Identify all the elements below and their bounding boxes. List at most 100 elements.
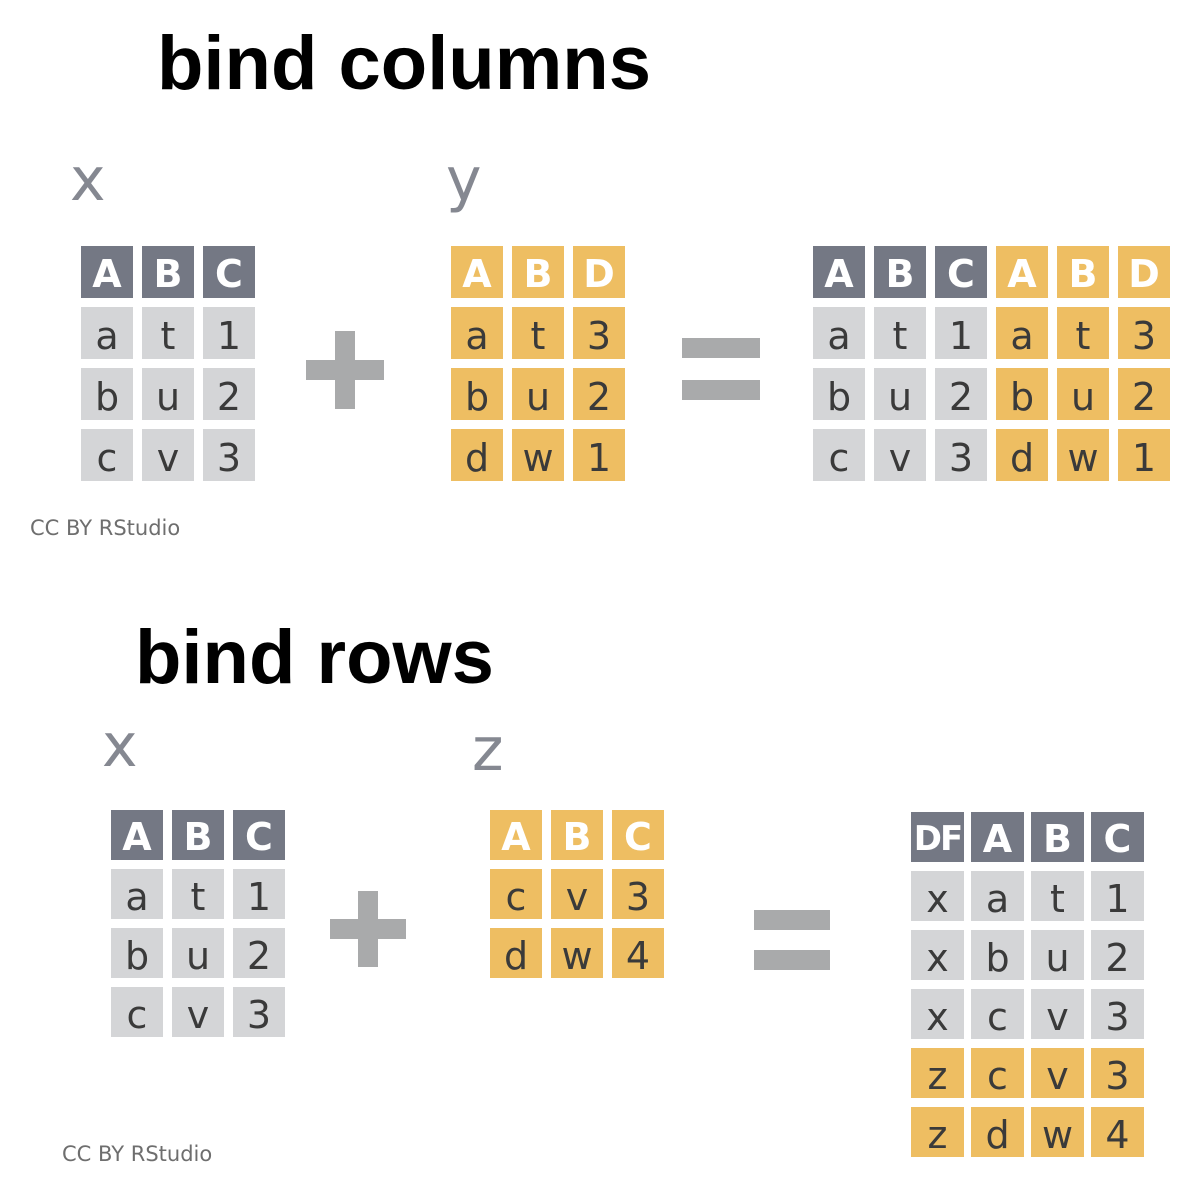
table-cell: 4 [612,928,664,978]
table-cell: v [1031,989,1084,1039]
column-header: B [1031,812,1084,862]
table-cell: u [512,368,564,420]
plus-operator [306,331,384,409]
table-cell: 3 [612,869,664,919]
table-cell: 3 [203,429,255,481]
table-cell: 1 [573,429,625,481]
table-cell: 2 [935,368,987,420]
table-cell: a [81,307,133,359]
table-cell: t [142,307,194,359]
bind-rows-result-table: DF A B C x a t 1 x b u 2 x c v 3 z c v 3… [911,812,1144,1157]
table-cell: 2 [573,368,625,420]
table-cell: 1 [233,869,285,919]
table-cell: v [172,987,224,1037]
column-header: B [512,246,564,298]
table-cell: 2 [1091,930,1144,980]
table-cell: 1 [203,307,255,359]
table-cell: c [813,429,865,481]
table-cell: d [971,1107,1024,1157]
table-cell: v [874,429,926,481]
column-header: A [490,810,542,860]
column-header: D [1118,246,1170,298]
table-cell: c [111,987,163,1037]
table-cell: 2 [233,928,285,978]
table-cell: b [996,368,1048,420]
table-cell: 4 [1091,1107,1144,1157]
column-header: DF [911,812,964,862]
table-cell: a [451,307,503,359]
column-header: A [81,246,133,298]
column-header: B [142,246,194,298]
bind-rows-credit: CC BY RStudio [62,1142,213,1166]
bind-columns-y-table: A B D a t 3 b u 2 d w 1 [451,246,625,481]
table-cell: c [971,989,1024,1039]
bind-rows-z-label: z [472,715,504,785]
table-cell: u [1031,930,1084,980]
table-cell: u [874,368,926,420]
table-cell: d [996,429,1048,481]
bind-rows-z-table: A B C c v 3 d w 4 [490,810,664,978]
bind-columns-y-label: y [446,145,482,215]
table-cell: c [81,429,133,481]
table-cell: w [512,429,564,481]
table-cell: c [490,869,542,919]
table-cell: 1 [935,307,987,359]
column-header: A [996,246,1048,298]
column-header: A [813,246,865,298]
table-cell: z [911,1107,964,1157]
column-header: D [573,246,625,298]
table-cell: t [512,307,564,359]
table-cell: a [111,869,163,919]
table-cell: v [142,429,194,481]
table-cell: c [971,1048,1024,1098]
table-cell: w [551,928,603,978]
bind-rows-title: bind rows [135,615,494,700]
table-cell: b [813,368,865,420]
table-cell: b [451,368,503,420]
column-header: A [451,246,503,298]
table-cell: 1 [1091,871,1144,921]
bind-columns-x-label: x [70,145,106,215]
equals-operator [754,910,830,970]
bind-columns-result-table: A B C A B D a t 1 a t 3 b u 2 b u 2 c v … [813,246,1170,481]
column-header: A [971,812,1024,862]
table-cell: b [971,930,1024,980]
table-cell: 2 [203,368,255,420]
table-cell: 2 [1118,368,1170,420]
table-cell: t [172,869,224,919]
column-header: B [1057,246,1109,298]
table-cell: x [911,930,964,980]
table-cell: 3 [1091,989,1144,1039]
bind-columns-credit: CC BY RStudio [30,516,181,540]
table-cell: 3 [1091,1048,1144,1098]
table-cell: x [911,989,964,1039]
bind-columns-title: bind columns [157,21,651,106]
table-cell: 3 [573,307,625,359]
column-header: C [203,246,255,298]
table-cell: b [81,368,133,420]
table-cell: d [451,429,503,481]
bind-rows-x-label: x [102,711,138,781]
table-cell: v [1031,1048,1084,1098]
table-cell: d [490,928,542,978]
table-cell: u [172,928,224,978]
table-cell: a [971,871,1024,921]
table-cell: 3 [1118,307,1170,359]
table-cell: 1 [1118,429,1170,481]
plus-operator [330,891,406,967]
column-header: C [935,246,987,298]
column-header: C [612,810,664,860]
column-header: B [172,810,224,860]
table-cell: x [911,871,964,921]
table-cell: t [1057,307,1109,359]
column-header: A [111,810,163,860]
table-cell: w [1031,1107,1084,1157]
table-cell: t [874,307,926,359]
column-header: C [233,810,285,860]
table-cell: 3 [935,429,987,481]
table-cell: a [996,307,1048,359]
table-cell: t [1031,871,1084,921]
column-header: B [874,246,926,298]
table-cell: u [1057,368,1109,420]
column-header: C [1091,812,1144,862]
